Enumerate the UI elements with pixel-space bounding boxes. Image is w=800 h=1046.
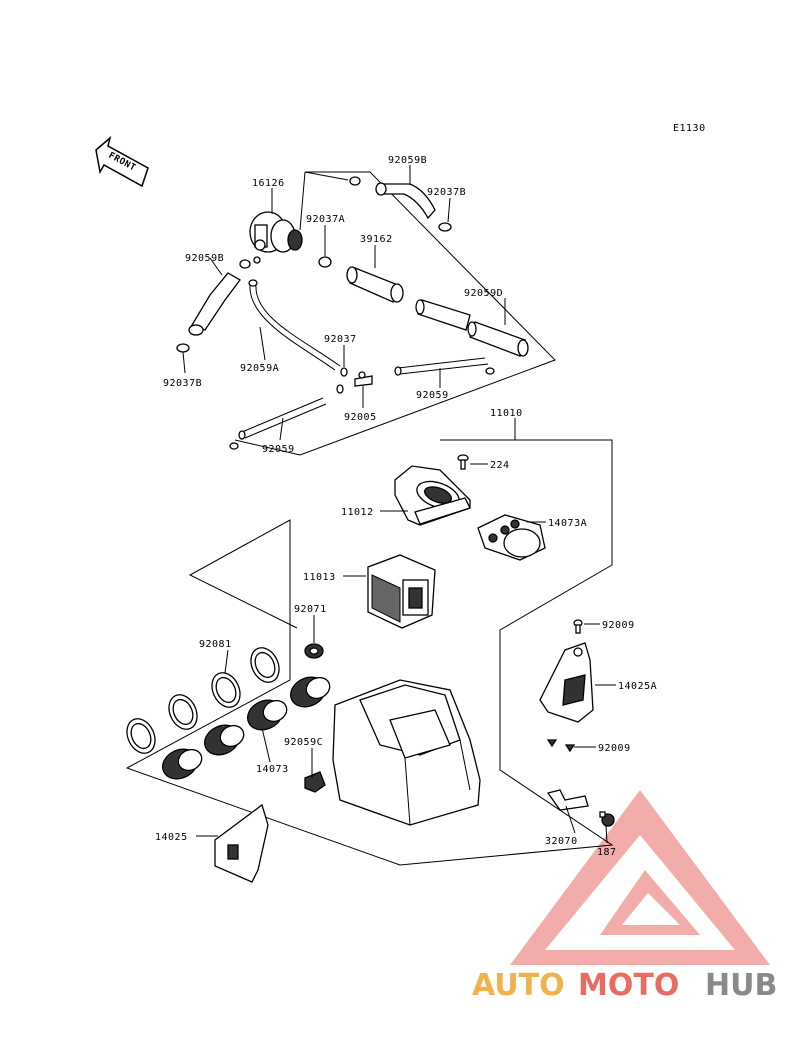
label-92059-right: 92059 bbox=[416, 390, 449, 401]
part-airbox-housing bbox=[332, 679, 481, 826]
part-224-screw bbox=[457, 454, 469, 470]
label-92009-bottom: 92009 bbox=[598, 743, 631, 754]
upper-group-outline bbox=[234, 171, 556, 456]
label-92037A: 92037A bbox=[306, 214, 345, 225]
part-11013-filter bbox=[367, 554, 436, 629]
label-39162: 39162 bbox=[360, 234, 393, 245]
watermark-wordmark: AUTO MOTO HUB bbox=[472, 968, 777, 1003]
label-92037B-left: 92037B bbox=[163, 378, 202, 389]
part-92037-clamp bbox=[340, 367, 348, 377]
label-32070: 32070 bbox=[545, 836, 578, 847]
label-224: 224 bbox=[490, 460, 510, 471]
label-92071: 92071 bbox=[294, 604, 327, 615]
part-14073A-intake bbox=[477, 514, 546, 561]
front-arrow-icon: FRONT bbox=[95, 135, 149, 188]
label-92037B-top: 92037B bbox=[427, 187, 466, 198]
svg-text:AUTO: AUTO bbox=[472, 968, 565, 1003]
label-92059B-left: 92059B bbox=[185, 253, 224, 264]
label-14073: 14073 bbox=[256, 764, 289, 775]
label-14025: 14025 bbox=[155, 832, 188, 843]
svg-text:MOTO: MOTO bbox=[578, 968, 679, 1003]
label-11010: 11010 bbox=[490, 408, 523, 419]
label-92037: 92037 bbox=[324, 334, 357, 345]
part-14025A-bracket bbox=[539, 642, 594, 723]
label-92059B-top: 92059B bbox=[388, 155, 427, 166]
part-92059B-left-hose bbox=[176, 259, 251, 353]
label-11013: 11013 bbox=[303, 572, 336, 583]
part-92059D-hose bbox=[415, 299, 529, 357]
label-187: 187 bbox=[597, 847, 617, 858]
diagram-code: E1130 bbox=[673, 123, 706, 134]
part-14025-cover bbox=[214, 803, 269, 883]
label-11012: 11012 bbox=[341, 507, 374, 518]
part-92059A-hose bbox=[249, 284, 341, 371]
part-92059-right-hose bbox=[394, 357, 495, 376]
part-92009-screw-top bbox=[573, 619, 583, 634]
part-92081-clamps bbox=[126, 647, 280, 754]
label-16126: 16126 bbox=[252, 178, 285, 189]
part-92059-bottom-hose bbox=[229, 397, 327, 450]
part-187-bolt bbox=[599, 811, 615, 827]
part-11012-cover bbox=[394, 465, 471, 526]
label-14073A: 14073A bbox=[548, 518, 587, 529]
label-92005: 92005 bbox=[344, 412, 377, 423]
part-32070-bracket bbox=[546, 789, 589, 811]
part-39162-filter bbox=[346, 266, 404, 303]
part-92059B-top-hose bbox=[349, 176, 452, 232]
label-92059D: 92059D bbox=[464, 288, 503, 299]
label-92081: 92081 bbox=[199, 639, 232, 650]
part-92037A-clamp bbox=[318, 256, 332, 268]
label-14025A: 14025A bbox=[618, 681, 657, 692]
svg-text:HUB: HUB bbox=[705, 968, 777, 1003]
part-14073-boots bbox=[161, 676, 331, 780]
label-92059A: 92059A bbox=[240, 363, 279, 374]
leader-lines bbox=[182, 165, 616, 844]
part-16126-valve bbox=[249, 211, 303, 264]
label-92059C: 92059C bbox=[284, 737, 323, 748]
part-labels: 16126 92059B 92037B 92037A 39162 92059B … bbox=[155, 155, 657, 858]
watermark-logo bbox=[510, 790, 770, 965]
label-92009-top: 92009 bbox=[602, 620, 635, 631]
part-92009-screw-bottom bbox=[546, 739, 576, 753]
airbox-group-outline bbox=[125, 439, 614, 866]
part-92005-fitting bbox=[354, 371, 373, 387]
label-92059-bottom: 92059 bbox=[262, 444, 295, 455]
part-92059C-elbow bbox=[304, 771, 326, 793]
